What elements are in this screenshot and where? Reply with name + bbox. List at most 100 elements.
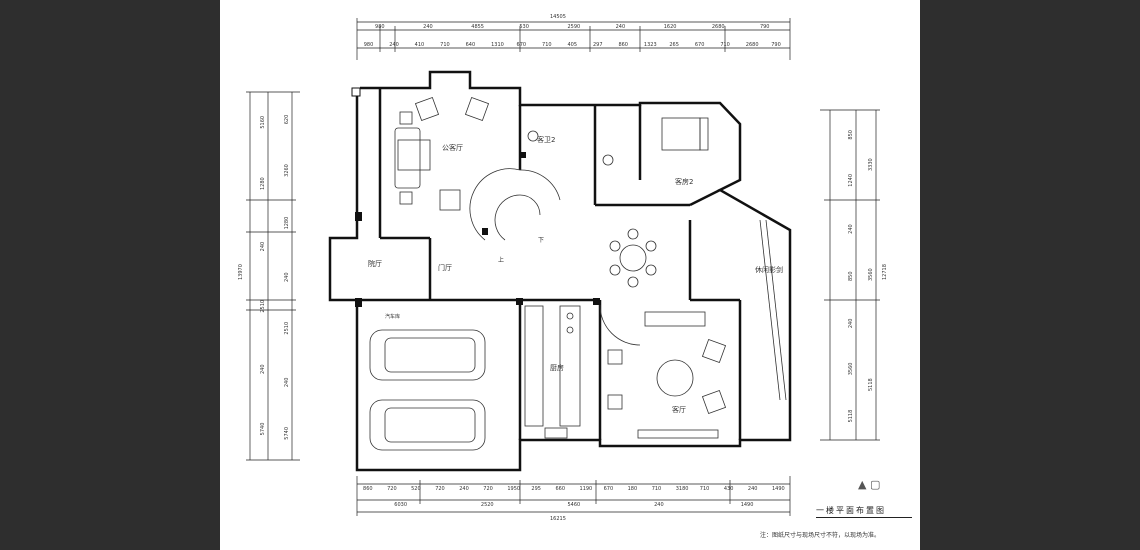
dimension-value: 850	[848, 271, 854, 281]
dimension-value: 1240	[848, 174, 854, 187]
dimension-value: 3560	[868, 268, 874, 281]
dimension-value: 265	[669, 42, 679, 48]
dimension-value: 860	[618, 42, 628, 48]
room-labels: 公客厅 客卫2 客房2 院厅 门厅 休闲影剑 厨房 客厅 汽车库 下 上	[368, 135, 783, 414]
dimension-value: 660	[555, 486, 565, 492]
dimension-value: 670	[695, 42, 705, 48]
room-guest-bath-2: 客卫2	[537, 135, 555, 144]
drawing-title: 一楼平面布置图	[816, 505, 912, 518]
dimension-value: 850	[848, 130, 854, 140]
dimension-value: 710	[440, 42, 450, 48]
dimension-value: 3560	[848, 363, 854, 376]
dimension-value: 180	[628, 486, 638, 492]
dimension-value: 1280	[260, 177, 266, 190]
walls	[328, 70, 792, 472]
dimension-value: 1323	[644, 42, 657, 48]
garage-label: 汽车库	[385, 313, 400, 320]
dimension-value: 620	[284, 115, 290, 125]
dimension-value: 240	[260, 242, 266, 252]
dimension-value: 790	[771, 42, 781, 48]
dimension-value: 530	[519, 24, 529, 30]
dimension-value: 5118	[848, 410, 854, 423]
dimension-value: 1280	[284, 217, 290, 230]
dimension-value: 1490	[772, 486, 785, 492]
dimension-value: 2510	[260, 300, 266, 313]
room-living-lower: 客厅	[672, 405, 686, 414]
drawing-note: 注：图纸尺寸与现场尺寸不符，以现场为准。	[760, 532, 881, 539]
dim-right-total: 12718	[882, 264, 888, 280]
dimension-value: 710	[542, 42, 552, 48]
dimension-value: 520	[411, 486, 421, 492]
dimension-value: 720	[483, 486, 493, 492]
dimension-value: 240	[284, 378, 290, 388]
room-kitchen: 厨房	[550, 363, 564, 372]
dim-top-row2: 980 240 410 710 640 1310 670 710 405 297 860 1323 26…	[364, 42, 781, 48]
room-courtyard: 院厅	[368, 259, 382, 268]
dimension-value: 240	[848, 224, 854, 234]
dimension-value: 405	[568, 42, 578, 48]
dim-top-total: 14505	[550, 14, 566, 20]
dimension-value: 720	[387, 486, 397, 492]
watermark-icon: ▲ ▢	[858, 478, 881, 491]
dimension-lines	[246, 18, 880, 516]
dimension-value: 240	[260, 364, 266, 374]
room-guest-room-2: 客房2	[675, 177, 693, 186]
dimension-value: 4855	[471, 24, 484, 30]
dimension-value: 1950	[507, 486, 520, 492]
dimension-value: 5160	[260, 116, 266, 129]
dim-bottom-total: 16215	[550, 516, 566, 522]
dimension-value: 240	[748, 486, 758, 492]
dimension-value: 240	[284, 272, 290, 282]
dimension-value: 860	[363, 486, 373, 492]
dimension-value: 2510	[284, 322, 290, 335]
dimension-value: 410	[415, 42, 425, 48]
furniture	[369, 96, 787, 451]
floor-plan: 公客厅 客卫2 客房2 院厅 门厅 休闲影剑 厨房 客厅 汽车库 下 上 145…	[238, 14, 888, 522]
room-living-upper: 公客厅	[442, 143, 463, 152]
columns	[351, 87, 600, 307]
dimension-value: 295	[531, 486, 541, 492]
dimension-value: 980	[364, 42, 374, 48]
dimension-value: 297	[593, 42, 603, 48]
dimension-value: 790	[760, 24, 770, 30]
dim-left-total: 13970	[238, 264, 244, 280]
drawing-sheet: 公客厅 客卫2 客房2 院厅 门厅 休闲影剑 厨房 客厅 汽车库 下 上 145…	[220, 0, 920, 550]
dim-left-outer: 5160 1280 240 2510 240 5740	[260, 116, 266, 435]
dimension-value: 2680	[712, 24, 725, 30]
dimension-value: 670	[604, 486, 614, 492]
dimension-value: 5118	[868, 378, 874, 391]
dimension-value: 710	[652, 486, 662, 492]
dimension-value: 5740	[284, 427, 290, 440]
dim-right-outer: 3330 3560 5118	[868, 158, 874, 391]
dimension-value: 710	[700, 486, 710, 492]
dimension-value: 240	[423, 24, 433, 30]
dimension-value: 640	[466, 42, 476, 48]
dimension-value: 5740	[260, 423, 266, 436]
dimension-value: 3330	[868, 158, 874, 171]
dimension-value: 980	[375, 24, 385, 30]
dimension-value: 1310	[491, 42, 504, 48]
dimension-value: 240	[459, 486, 469, 492]
dimension-value: 5460	[568, 502, 581, 508]
dimension-value: 1490	[741, 502, 754, 508]
dimension-value: 3260	[284, 164, 290, 177]
dimension-value: 240	[848, 319, 854, 329]
dimension-value: 240	[389, 42, 399, 48]
dimension-value: 240	[616, 24, 626, 30]
dim-left-inner: 620 3260 1280 240 2510 240 5740	[284, 115, 290, 440]
stair-down-label: 下	[538, 237, 544, 244]
dimension-value: 2680	[746, 42, 759, 48]
dimension-value: 240	[654, 502, 664, 508]
dimension-value: 1620	[664, 24, 677, 30]
dimension-value: 710	[720, 42, 730, 48]
dimension-value: 720	[435, 486, 445, 492]
dimension-value: 430	[724, 486, 734, 492]
dimension-value: 670	[517, 42, 527, 48]
stair-up-label: 上	[498, 256, 504, 264]
room-leisure: 休闲影剑	[755, 265, 783, 274]
dim-right-inner: 850 1240 240 850 240 3560 5118	[848, 130, 854, 422]
